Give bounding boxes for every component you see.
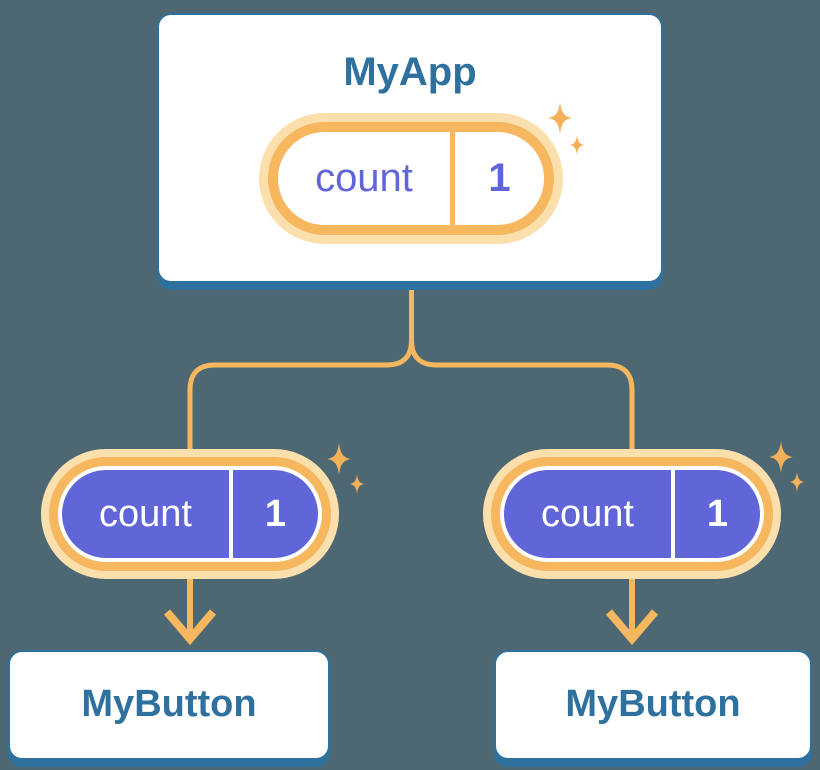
arrow-down-icon <box>605 609 659 646</box>
pill-divider <box>229 470 233 558</box>
sparkle-icon <box>569 135 585 155</box>
sparkle-icon <box>349 474 365 494</box>
component-card-mybutton-left: MyButton <box>8 650 330 760</box>
state-pill-fill: count 1 <box>62 470 318 558</box>
state-name: count <box>541 492 634 535</box>
component-title: MyButton <box>81 683 257 725</box>
arrow-down-icon <box>163 609 217 646</box>
component-card-mybutton-right: MyButton <box>494 650 812 760</box>
state-pill-fill: count 1 <box>504 470 760 558</box>
state-name: count <box>315 156 413 200</box>
component-title: MyButton <box>565 683 741 725</box>
pill-divider <box>450 132 455 225</box>
state-value: 1 <box>706 492 729 535</box>
state-value: 1 <box>264 492 287 535</box>
sparkle-icon <box>769 441 793 473</box>
pill-divider <box>671 470 675 558</box>
state-pill-root: count 1 <box>268 122 554 235</box>
state-value: 1 <box>488 156 511 200</box>
sparkle-icon <box>327 443 351 475</box>
component-title: MyApp <box>343 50 477 94</box>
sparkle-icon <box>548 102 572 134</box>
state-name: count <box>99 492 192 535</box>
connector-root-to-left <box>187 283 414 455</box>
connector-root-to-right <box>409 283 635 455</box>
sparkle-icon <box>789 472 805 492</box>
state-pill-right: count 1 <box>491 457 773 571</box>
state-pill-left: count 1 <box>49 457 331 571</box>
